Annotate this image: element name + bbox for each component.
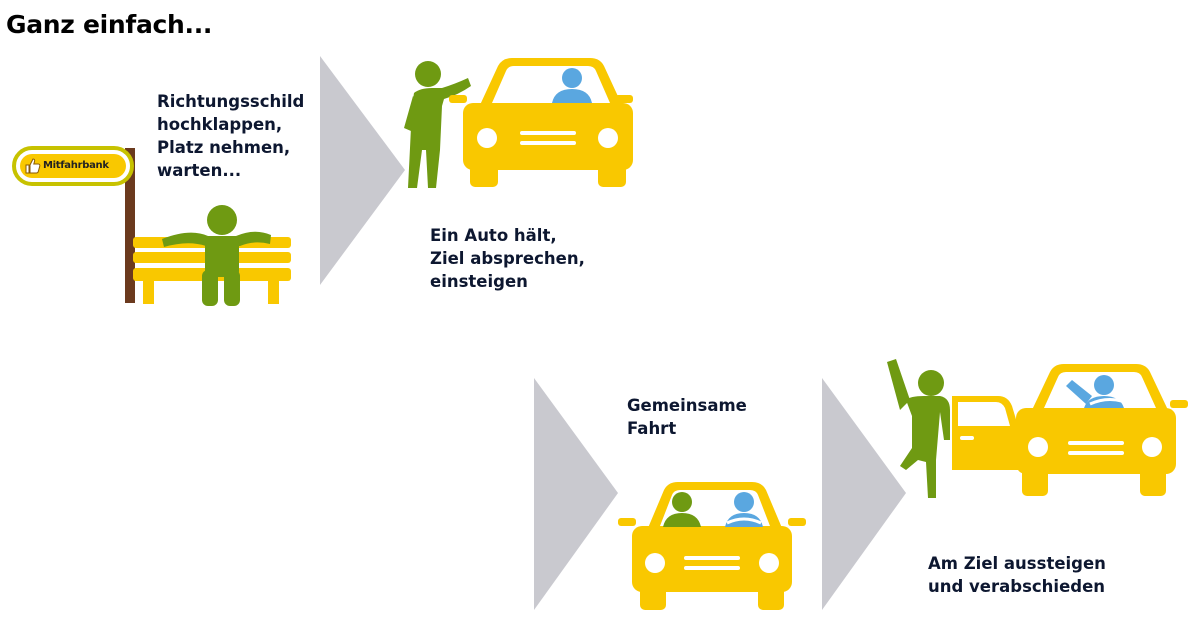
step-1-caption: Richtungsschild hochklappen, Platz nehme… xyxy=(157,92,305,180)
step-3-caption: Gemeinsame Fahrt xyxy=(627,396,747,438)
step-2-caption: Ein Auto hält, Ziel absprechen, einsteig… xyxy=(430,226,585,291)
thumbs-up-icon xyxy=(25,158,41,174)
sign-label: Mitfahrbank xyxy=(43,160,109,171)
step-4-caption: Am Ziel aussteigen und verabschieden xyxy=(928,554,1106,596)
page-title: Ganz einfach... xyxy=(6,10,213,39)
